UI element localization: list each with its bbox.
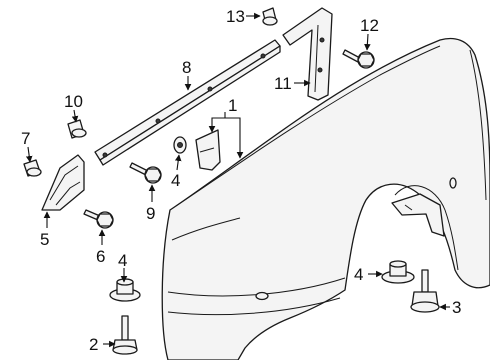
callout-5: 5: [40, 230, 49, 249]
callout-10: 10: [64, 92, 83, 111]
callout-3: 3: [452, 298, 461, 317]
callout-9: 9: [146, 204, 155, 223]
callout-13: 13: [226, 7, 245, 26]
clip-7: [23, 159, 42, 177]
stud-2: [112, 315, 138, 355]
clip-13: [262, 7, 278, 26]
callout-7: 7: [21, 129, 30, 148]
clip-10: [67, 119, 87, 139]
callout-6: 6: [96, 247, 105, 266]
bolt-6: [83, 209, 114, 229]
callout-2: 2: [89, 335, 98, 354]
callout-8: 8: [182, 58, 191, 77]
fender-panel: [161, 37, 490, 360]
callout-1: 1: [228, 96, 237, 115]
molding-strip: [94, 39, 281, 166]
fender-insulator: [195, 129, 221, 171]
callout-4-right: 4: [354, 265, 363, 284]
callout-4-left: 4: [118, 251, 127, 270]
callout-11: 11: [274, 74, 292, 93]
callout-12: 12: [360, 16, 379, 35]
stud-3: [410, 269, 440, 313]
splash-shield: [41, 154, 85, 211]
leader-lines: [25, 12, 450, 348]
nut-4-upper: [173, 136, 187, 154]
bolt-12: [342, 49, 375, 69]
fender-bracket: [282, 7, 333, 101]
nut-4-left: [109, 278, 141, 302]
callout-4-upper: 4: [171, 171, 180, 190]
bolt-9: [129, 162, 162, 184]
nut-4-right: [381, 260, 415, 284]
